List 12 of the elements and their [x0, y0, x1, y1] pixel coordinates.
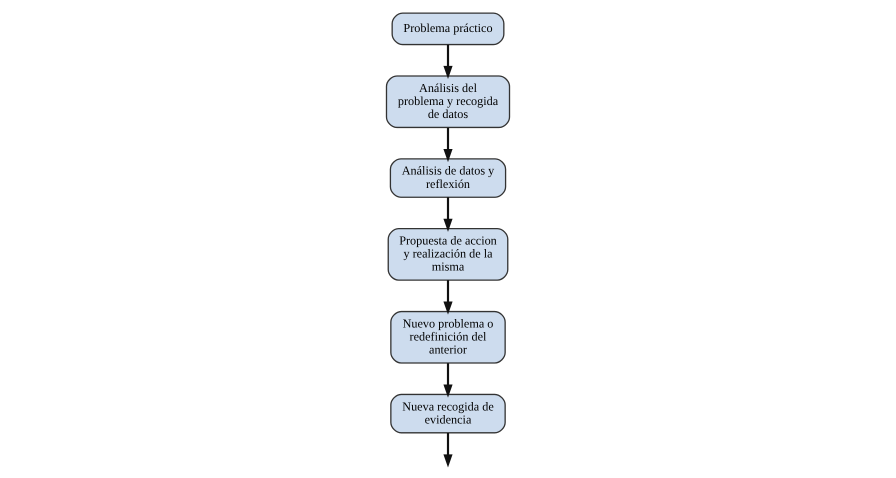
arrow [443, 363, 453, 398]
node-box: Nueva recogida de evidencia [390, 394, 506, 434]
node-box: Propuesta de accion y realización de la misma [388, 228, 508, 281]
arrow [443, 197, 453, 232]
node-box: Nuevo problema o redefinición del anterior [390, 310, 506, 364]
arrow [443, 433, 453, 468]
arrow [443, 44, 453, 79]
node-box: Análisis del problema y recogida de datos [386, 75, 510, 128]
arrow [443, 128, 453, 162]
node-box: Análisis de datos y reflexión [390, 158, 506, 198]
arrow [443, 280, 453, 315]
node-box: Problema práctico [392, 12, 504, 46]
